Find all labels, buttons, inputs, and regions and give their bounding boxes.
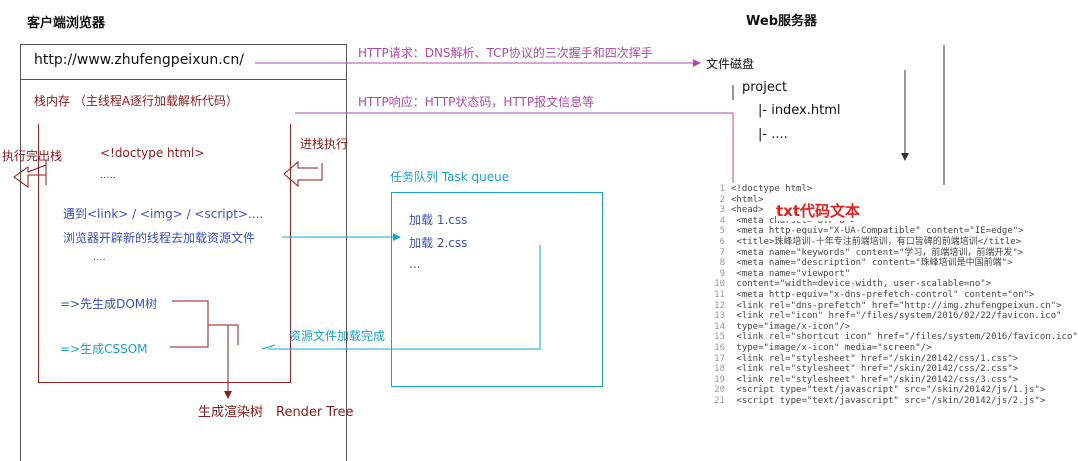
stack-dots-1: ..... <box>100 170 116 181</box>
code-text-label: txt代码文本 <box>776 200 861 221</box>
pop-stack-label: 执行完出栈 <box>2 149 63 163</box>
code-line-text: <script type="text/javascript" src="/ski… <box>731 385 1046 396</box>
encounter-tags-line: 遇到<link> / <img> / <script>.... <box>63 207 264 221</box>
code-line-text: <link rel="shortcut icon" href="/files/s… <box>731 332 1078 343</box>
stack-memory-box <box>38 124 291 383</box>
resource-loaded-label: 资源文件加载完成 <box>289 329 386 343</box>
code-line-number: 7 <box>719 247 725 258</box>
code-line: 17 <link rel="stylesheet" href="/skin/20… <box>703 353 1018 365</box>
push-stack-arrow <box>283 160 323 188</box>
code-line: 1 <!doctype html> <box>703 184 994 195</box>
code-line-text: <meta http-equiv="X-UA-Compatible" conte… <box>731 226 1024 237</box>
code-line: 20 <script type="text/javascript" src="/… <box>703 385 1045 396</box>
code-line-number: 6 <box>719 236 725 247</box>
code-line-number: 21 <box>714 395 725 406</box>
client-browser-frame <box>20 44 347 461</box>
render-tree-label: 生成渲染树 Render Tree <box>198 405 354 420</box>
code-line-number: 5 <box>719 226 725 237</box>
stack-dots-2: .... <box>93 252 106 263</box>
code-line-number: 19 <box>714 374 725 385</box>
code-line: 18 <link rel="stylesheet" href="/skin/20… <box>703 364 1018 375</box>
code-line-text: <link rel="stylesheet" href="/skin/20142… <box>731 353 1019 364</box>
code-line-text: <!doctype html> <box>731 184 813 194</box>
code-line: 15 <link rel="shortcut icon" href="/file… <box>703 332 1078 343</box>
push-stack-label: 进栈执行 <box>300 137 349 151</box>
code-line-number: 11 <box>714 289 725 300</box>
code-line-number: 15 <box>714 332 725 343</box>
code-line-number: 18 <box>714 364 725 375</box>
file-more: |- .... <box>758 127 788 142</box>
code-line-text: <head> <box>731 205 764 216</box>
code-line-number: 10 <box>714 279 725 290</box>
file-index-html: |- index.html <box>758 103 841 118</box>
code-line-number: 4 <box>719 215 725 226</box>
code-line-text: <script type="text/javascript" src="/ski… <box>731 395 1046 406</box>
code-line: 8 <meta name="description" content="珠峰培训… <box>703 258 1013 269</box>
code-line: 9 <meta name="viewport" <box>703 269 994 280</box>
code-line: 5 <meta http-equiv="X-UA-Compatible" con… <box>703 226 1024 237</box>
code-line-number: 20 <box>714 385 725 396</box>
file-disk-label: 文件磁盘 <box>706 57 755 71</box>
queue-item-3: ... <box>409 257 421 271</box>
code-line-text: <link rel="stylesheet" href="/skin/20142… <box>731 374 1019 385</box>
code-line-number: 13 <box>714 311 725 322</box>
code-line-number: 17 <box>714 353 725 364</box>
code-line-text: type="image/x-icon" media="screen"/> <box>731 342 932 353</box>
url-text: http://www.zhufengpeixun.cn/ <box>34 52 244 68</box>
queue-item-2: 加载 2.css <box>409 236 468 250</box>
code-line: 12 <link rel="dns-prefetch" href="http:/… <box>703 300 1061 312</box>
source-code-panel: 1<!doctype html>2<html>3<head>4 <meta ch… <box>703 184 1078 461</box>
code-line-text: <link rel="dns-prefetch" href="http://im… <box>731 300 1062 311</box>
code-line-number: 9 <box>719 268 725 279</box>
code-line-text: <link rel="icon" href="/files/system/201… <box>731 311 1062 322</box>
code-line-text: content="width=device-width, user-scalab… <box>731 279 992 290</box>
url-bar[interactable] <box>20 44 347 80</box>
code-line-number: 3 <box>719 205 725 216</box>
cssom-to-render-line <box>170 325 209 348</box>
dom-tree-line: =>先生成DOM树 <box>60 297 158 311</box>
task-queue-box <box>391 192 603 387</box>
diagram-connectors <box>13 45 945 399</box>
code-line: 7 <meta name="keywords" content="学习，前端培训… <box>703 247 1024 259</box>
code-line-number: 14 <box>714 321 725 332</box>
pop-stack-arrow <box>13 164 47 188</box>
code-line-text: <title>珠峰培训-十年专注前端培训，有口皆碑的前端培训</title> <box>731 236 1022 247</box>
code-line-text: <link rel="stylesheet" href="/skin/20142… <box>731 364 1019 375</box>
code-line: 19 <link rel="stylesheet" href="/skin/20… <box>703 374 1018 386</box>
code-line-text: <meta http-equiv="x-dns-prefetch-control… <box>731 289 1035 300</box>
project-folder: project <box>742 80 788 95</box>
cssom-line: =>生成CSSOM <box>60 342 148 356</box>
code-line-text: <html> <box>731 194 764 205</box>
code-line: 11 <meta http-equiv="x-dns-prefetch-cont… <box>703 289 1034 301</box>
code-line-number: 16 <box>714 342 725 353</box>
code-line: 13 <link rel="icon" href="/files/system/… <box>703 311 1061 322</box>
code-line: 10 content="width=device-width, user-sca… <box>703 279 994 290</box>
code-line-text: type="image/x-icon"/> <box>731 321 851 332</box>
resource-loaded-arrow <box>268 245 541 350</box>
code-line-number: 1 <box>719 184 725 194</box>
code-line-number: 12 <box>714 300 725 311</box>
task-queue-title: 任务队列 Task queue <box>390 170 510 184</box>
doctype-line: <!doctype html> <box>100 146 205 160</box>
code-line-number: 8 <box>719 258 725 269</box>
code-line: 14 type="image/x-icon"/> <box>703 322 994 333</box>
web-server-title: Web服务器 <box>746 14 817 29</box>
code-line-text: <meta name="keywords" content="学习，前端培训，前… <box>731 247 1024 258</box>
code-line-text: <meta name="viewport" <box>731 268 851 279</box>
code-line-text: <meta name="description" content="珠峰培训是中… <box>731 258 1013 269</box>
code-line: 3 <head> <box>703 205 994 216</box>
code-line: 2 <html> <box>703 195 994 206</box>
new-thread-line: 浏览器开辟新的线程去加载资源文件 <box>63 231 256 245</box>
code-line: 6 <title>珠峰培训-十年专注前端培训，有口皆碑的前端培训</title> <box>703 236 1022 248</box>
code-line-number: 2 <box>719 194 725 205</box>
http-request-label: HTTP请求：DNS解析、TCP协议的三次握手和四次挥手 <box>358 46 653 60</box>
client-browser-title: 客户端浏览器 <box>27 16 106 31</box>
code-line: 16 type="image/x-icon" media="screen"/> <box>703 343 994 354</box>
http-response-label: HTTP响应：HTTP状态码，HTTP报文信息等 <box>358 95 595 109</box>
stack-memory-title: 栈内存 （主线程A逐行加载解析代码） <box>34 94 239 108</box>
code-line: 21 <script type="text/javascript" src="/… <box>703 395 1045 407</box>
queue-item-1: 加载 1.css <box>409 213 468 227</box>
